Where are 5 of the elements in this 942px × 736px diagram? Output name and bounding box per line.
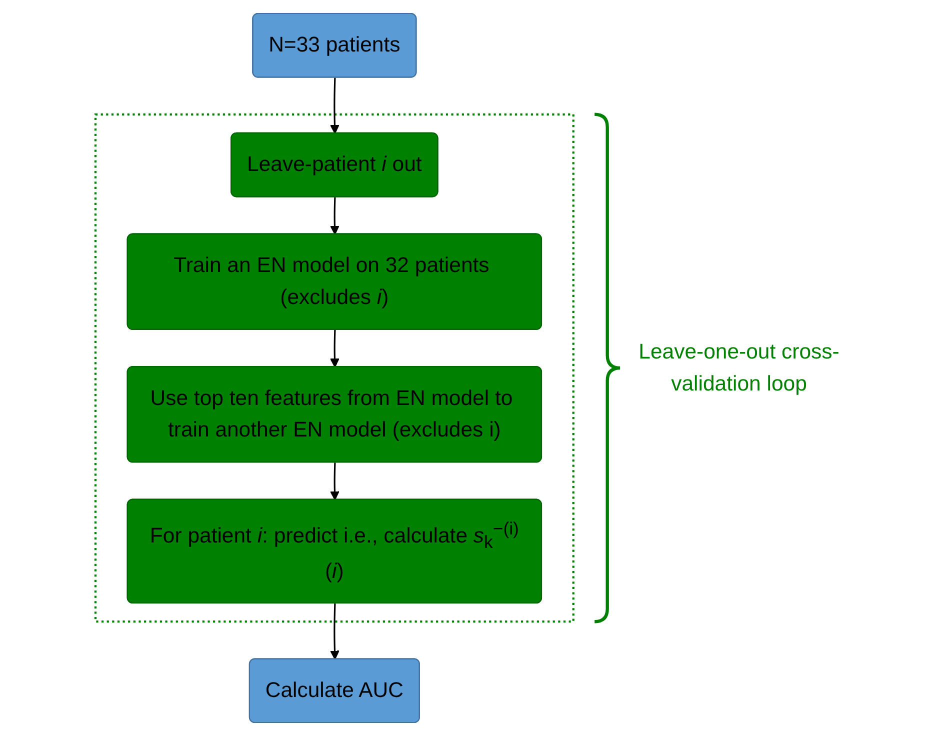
arrow	[330, 604, 339, 660]
arrow	[330, 197, 339, 235]
arrow	[330, 78, 339, 134]
arrow	[330, 330, 339, 368]
arrow	[330, 462, 339, 500]
